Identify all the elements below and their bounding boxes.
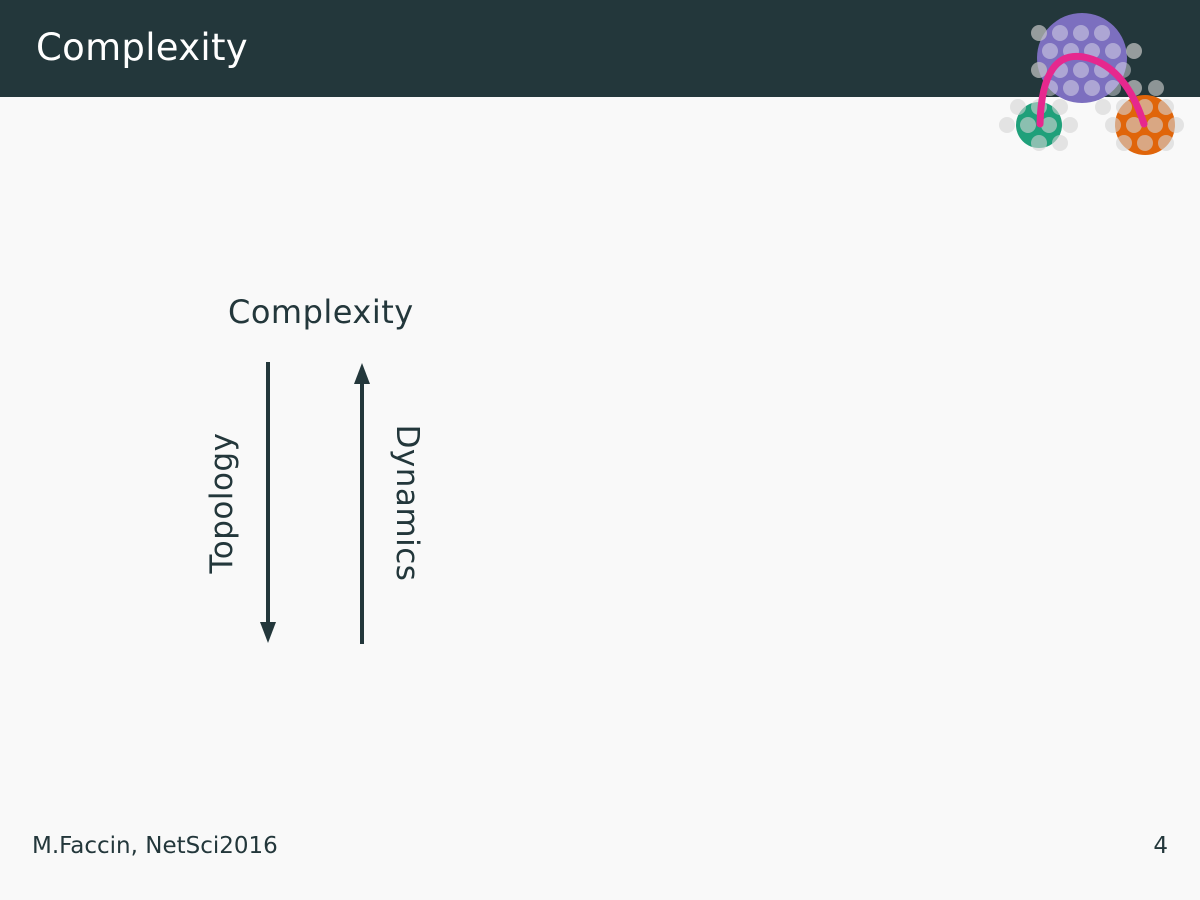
slide-header: Complexity (0, 0, 1200, 97)
orange-community-nodes (1095, 80, 1184, 151)
footer-author: M.Faccin, NetSci2016 (32, 833, 278, 859)
topology-label: Topology (204, 432, 240, 574)
network-communities-logo-icon (999, 13, 1184, 155)
slide-title: Complexity (36, 26, 248, 69)
dynamics-label: Dynamics (389, 424, 425, 582)
dynamics-arrow-head (354, 363, 370, 384)
page-number: 4 (1153, 833, 1168, 859)
diagram-heading: Complexity (228, 293, 414, 331)
topology-arrow-head (260, 622, 276, 643)
magenta-link-arc (1036, 53, 1148, 128)
purple-community-nodes (1042, 25, 1131, 96)
green-community-nodes (999, 99, 1078, 151)
